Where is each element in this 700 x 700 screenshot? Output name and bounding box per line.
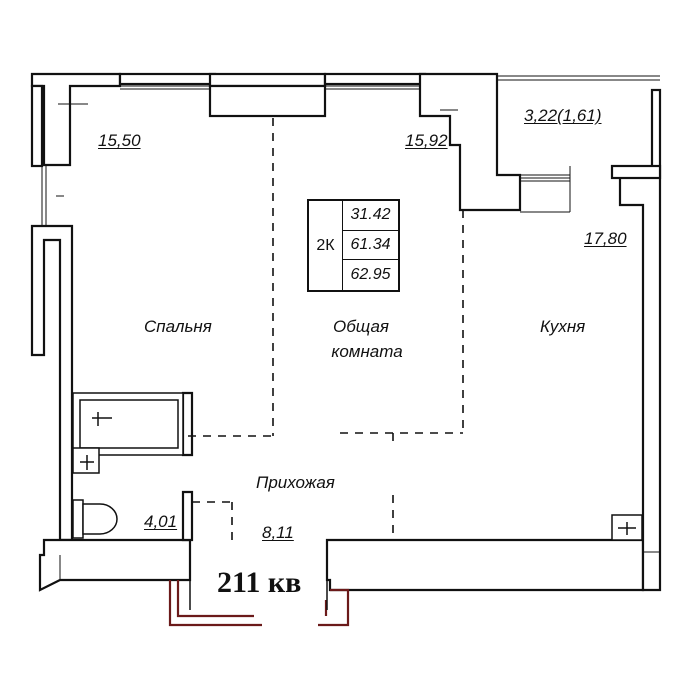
toilet bbox=[72, 499, 118, 539]
kitchen-name: Кухня bbox=[540, 317, 586, 336]
wall-top-pier bbox=[208, 72, 327, 88]
kitchen-area: 17,80 bbox=[584, 229, 627, 248]
zone-separators bbox=[188, 118, 464, 540]
bathtub bbox=[72, 392, 184, 456]
kitchen-sink bbox=[611, 514, 643, 541]
hall-area: 8,11 bbox=[262, 523, 294, 542]
wall-top-left bbox=[30, 72, 122, 167]
windows bbox=[41, 85, 458, 226]
wall-top-segment-2 bbox=[323, 72, 427, 86]
wall-left-mid bbox=[30, 224, 74, 542]
wall-top-segment-1 bbox=[118, 72, 217, 86]
apartment-info-box: 2К 31.42 61.34 62.95 bbox=[307, 199, 400, 292]
bathroom-area: 4,01 bbox=[144, 512, 178, 531]
balcony-area: 3,22(1,61) bbox=[524, 106, 602, 125]
apartment-number: 211 кв bbox=[217, 566, 302, 599]
bedroom-area: 15,50 bbox=[98, 131, 141, 150]
living-name-line1: Общая bbox=[333, 317, 389, 336]
wall-bottom-right bbox=[325, 538, 645, 592]
wall-bottom-left bbox=[38, 538, 192, 592]
entrance-doors bbox=[168, 580, 350, 627]
apartment-type: 2К bbox=[309, 201, 343, 290]
sink bbox=[72, 447, 100, 474]
living-area: 15,92 bbox=[405, 131, 448, 150]
wall-bath-door-jamb bbox=[181, 490, 194, 542]
walls bbox=[30, 72, 662, 592]
wall-top-right bbox=[418, 72, 522, 212]
hall-name: Прихожая bbox=[256, 473, 335, 492]
living-name-line2: комната bbox=[331, 342, 403, 361]
total-with-balcony-value: 62.95 bbox=[350, 265, 391, 283]
total-area-value: 61.34 bbox=[343, 231, 398, 261]
balcony-outline bbox=[497, 75, 660, 213]
living-area-value: 31.42 bbox=[343, 201, 398, 231]
bedroom-name: Спальня bbox=[144, 317, 212, 336]
balcony-post bbox=[650, 88, 662, 177]
wall-left-upper bbox=[30, 84, 44, 168]
wall-bath-jamb-top bbox=[181, 391, 194, 457]
